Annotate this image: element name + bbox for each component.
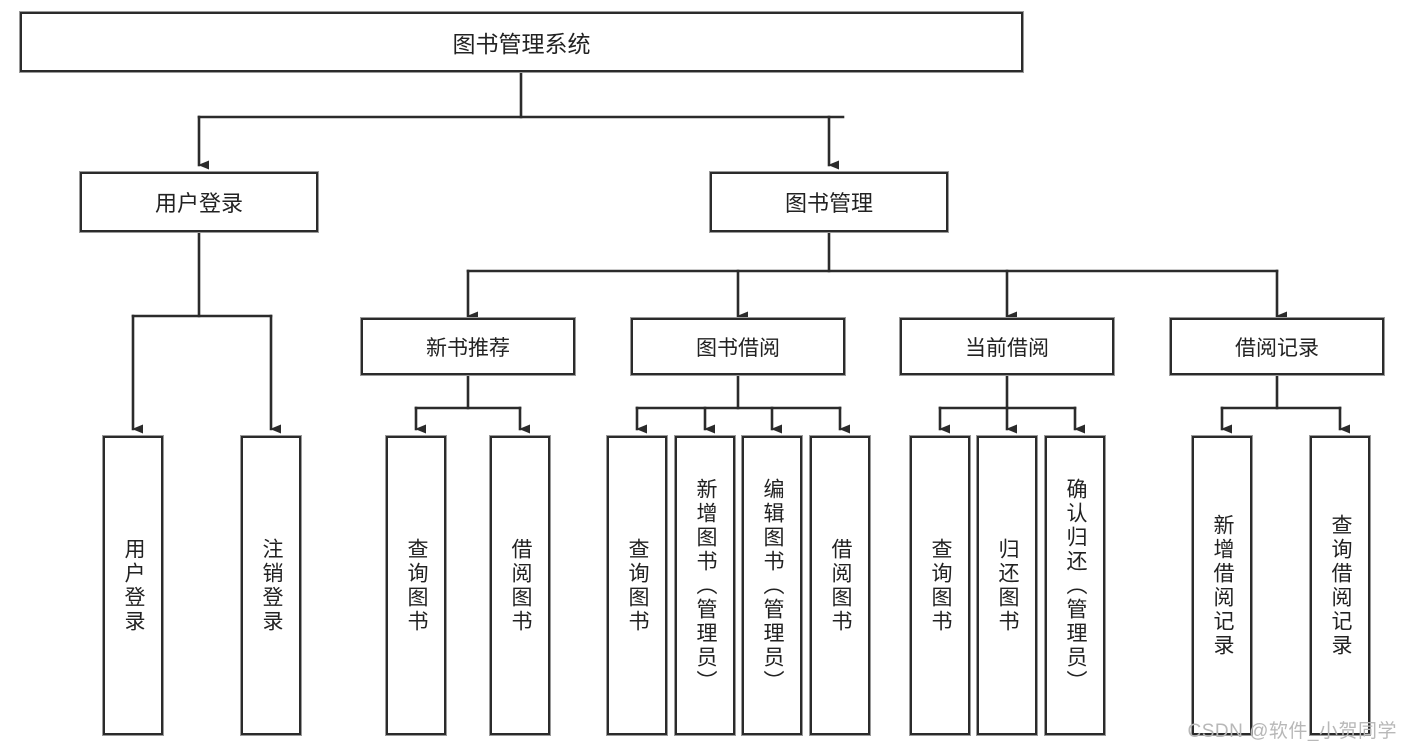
- node-current-borrow[interactable]: 当前借阅: [900, 318, 1114, 375]
- leaf-add-borrow-record[interactable]: 新增借阅记录: [1192, 436, 1252, 735]
- leaf-query-book-recommend[interactable]: 查询图书: [386, 436, 446, 735]
- node-borrow-record[interactable]: 借阅记录: [1170, 318, 1384, 375]
- leaf-query-book-current[interactable]: 查询图书: [910, 436, 970, 735]
- node-label: 查询图书: [929, 537, 953, 634]
- node-label: 编辑图书（管理员）: [761, 477, 785, 694]
- leaf-logout[interactable]: 注销登录: [241, 436, 301, 735]
- leaf-return-book[interactable]: 归还图书: [977, 436, 1037, 735]
- node-book-management[interactable]: 图书管理: [710, 172, 948, 232]
- node-label: 当前借阅: [965, 336, 1049, 360]
- node-label: 图书管理系统: [452, 31, 591, 57]
- node-label: 新书推荐: [426, 336, 510, 360]
- leaf-user-login[interactable]: 用户登录: [103, 436, 163, 735]
- node-label: 借阅记录: [1235, 336, 1319, 360]
- leaf-confirm-return-admin[interactable]: 确认归还（管理员）: [1045, 436, 1105, 735]
- leaf-add-book-admin[interactable]: 新增图书（管理员）: [675, 436, 735, 735]
- csdn-watermark: CSDN @软件_小贺同学: [1187, 721, 1397, 742]
- node-label: 确认归还（管理员）: [1064, 477, 1088, 694]
- leaf-query-book-borrow[interactable]: 查询图书: [607, 436, 667, 735]
- leaf-query-borrow-record[interactable]: 查询借阅记录: [1310, 436, 1370, 735]
- node-label: 查询借阅记录: [1329, 513, 1353, 658]
- node-label: 注销登录: [260, 537, 284, 634]
- leaf-borrow-book[interactable]: 借阅图书: [810, 436, 870, 735]
- node-new-book-recommend[interactable]: 新书推荐: [361, 318, 575, 375]
- node-label: 借阅图书: [829, 537, 853, 634]
- node-label: 图书管理: [784, 191, 873, 216]
- leaf-edit-book-admin[interactable]: 编辑图书（管理员）: [742, 436, 802, 735]
- node-root-system[interactable]: 图书管理系统: [20, 12, 1023, 72]
- node-label: 图书借阅: [696, 336, 780, 360]
- node-user-login[interactable]: 用户登录: [80, 172, 318, 232]
- node-label: 用户登录: [154, 191, 243, 216]
- node-book-borrow[interactable]: 图书借阅: [631, 318, 845, 375]
- node-label: 用户登录: [122, 537, 146, 634]
- node-label: 借阅图书: [509, 537, 533, 634]
- node-label: 查询图书: [405, 537, 429, 634]
- node-label: 归还图书: [996, 537, 1020, 634]
- node-label: 查询图书: [626, 537, 650, 634]
- node-label: 新增图书（管理员）: [694, 477, 718, 694]
- node-label: 新增借阅记录: [1211, 513, 1235, 658]
- leaf-borrow-book-recommend[interactable]: 借阅图书: [490, 436, 550, 735]
